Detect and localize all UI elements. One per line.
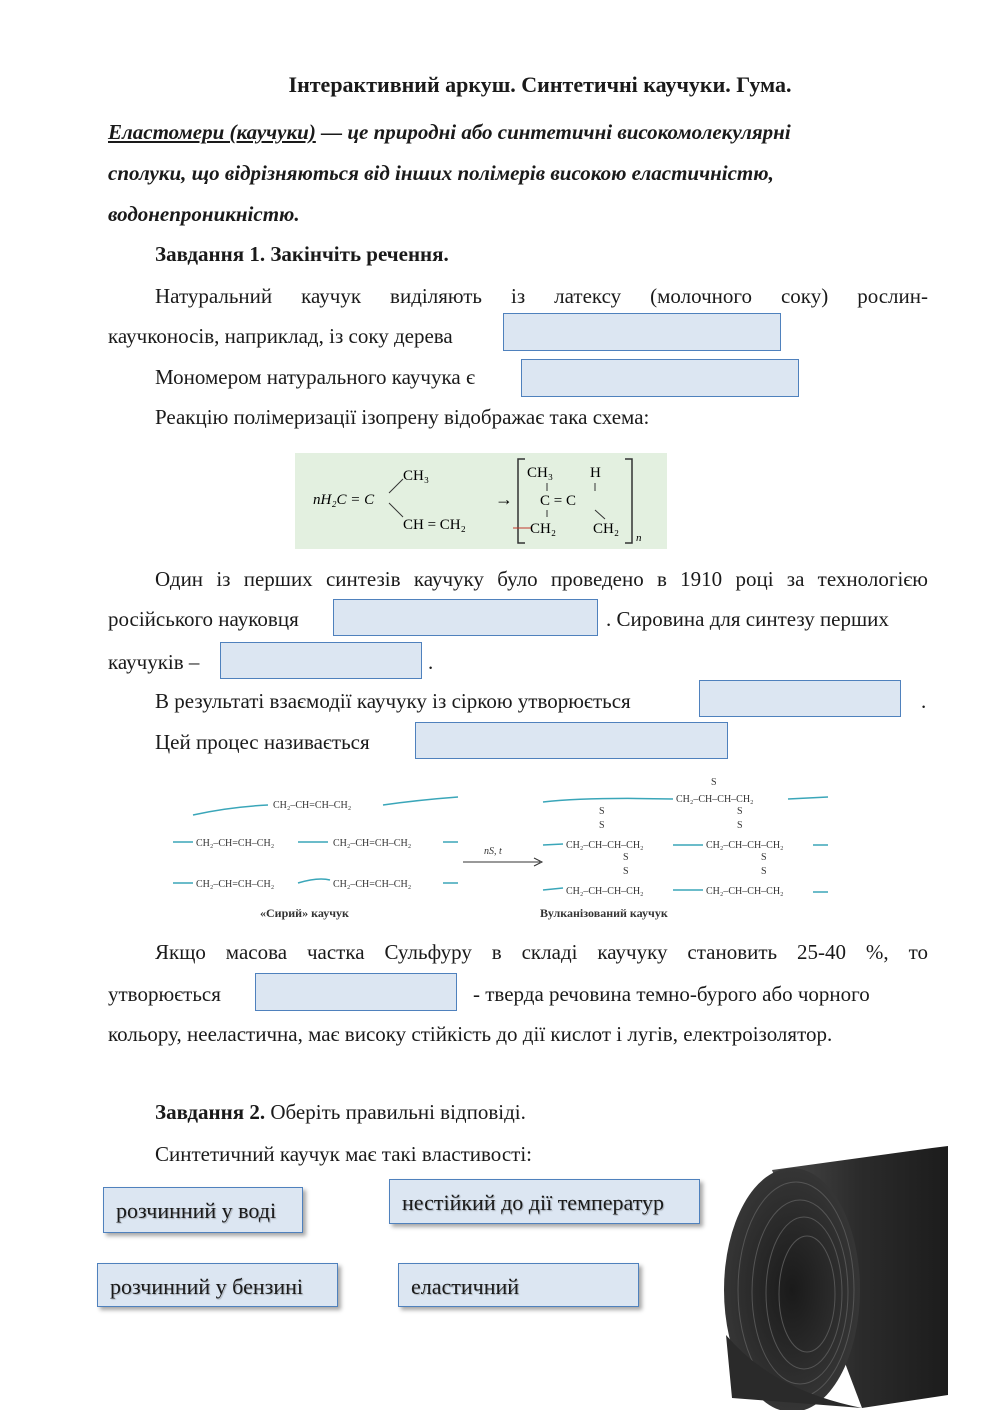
scheme-arrow: → <box>495 489 513 509</box>
sulfur-atom: S <box>737 806 743 817</box>
isoprene-polymerization-scheme: CH₃ nH₂C = C CH = CH₂ → CH₃ H C = C CH₂ … <box>295 453 667 549</box>
task2-heading-text: Оберіть правильні відповіді. <box>265 1100 526 1124</box>
page-title: Інтерактивний аркуш. Синтетичні каучуки.… <box>288 72 792 97</box>
ebonite-answer-field[interactable] <box>255 973 457 1011</box>
sulfur-atom: S <box>599 820 605 831</box>
scheme-prod-ch2-right: CH₂ <box>593 521 619 537</box>
scheme-ch3-top: CH₃ <box>403 468 429 484</box>
raw-chain-2b: CH₂–CH=CH–CH₂ <box>333 838 411 849</box>
tree-answer-field[interactable] <box>503 313 781 351</box>
task1-p4-line3a: каучуків – <box>108 650 200 674</box>
raw-rubber-caption: «Сирий» каучук <box>260 906 349 920</box>
task1-heading: Завдання 1. Закінчіть речення. <box>155 242 449 266</box>
vulcanization-diagram: CH₂–CH=CH–CH₂ CH₂–CH=CH–CH₂ CH₂–CH=CH–CH… <box>168 772 836 922</box>
definition-line-1-text: — це природні або синтетичні високомолек… <box>315 120 791 144</box>
raw-chain-3a: CH₂–CH=CH–CH₂ <box>196 879 274 890</box>
task1-p5a: В результаті взаємодії каучуку із сіркою… <box>155 689 631 713</box>
task1-p5b: . <box>921 689 927 713</box>
definition-line-3: водонепроникністю. <box>108 202 300 226</box>
task1-p7-line2a: утворюється <box>108 982 221 1006</box>
task1-p2: Мономером натурального каучука є <box>155 365 475 389</box>
definition-term: Еластомери (каучуки) <box>108 120 316 144</box>
scheme-ch-bottom: CH = CH₂ <box>403 517 466 533</box>
sulfur-atom: S <box>623 852 629 863</box>
vulc-chain-3a: CH₂–CH–CH–CH₂ <box>566 886 644 897</box>
task1-p4-line3b: . <box>428 650 434 674</box>
rubber-roll-image <box>712 1140 948 1412</box>
sulfur-atom: S <box>761 866 767 877</box>
raw-chain-3b: CH₂–CH=CH–CH₂ <box>333 879 411 890</box>
process-answer-field[interactable] <box>415 722 728 759</box>
option-soluble-in-gasoline[interactable]: розчинний у бензині <box>97 1263 338 1307</box>
sulfur-atom: S <box>623 866 629 877</box>
vulc-chain-1: CH₂–CH–CH–CH₂ <box>676 794 754 805</box>
task1-p3: Реакцію полімеризації ізопрену відобража… <box>155 405 650 429</box>
definition-line-2: сполуки, що відрізняються від інших полі… <box>108 161 774 185</box>
task2-heading-bold: Завдання 2. <box>155 1100 266 1124</box>
vulcanization-arrow-label: nS, t <box>484 846 502 857</box>
sulfur-atom: S <box>737 820 743 831</box>
task1-p4-line2a: російського науковця <box>108 607 299 631</box>
task1-p4-line1: Один із перших синтезів каучуку було про… <box>155 567 928 591</box>
raw-material-answer-field[interactable] <box>220 642 422 679</box>
vulcanized-rubber-caption: Вулканізований каучук <box>540 906 668 920</box>
option-unstable-to-temperature[interactable]: нестійкий до дії температур <box>389 1179 700 1224</box>
raw-chain-2a: CH₂–CH=CH–CH₂ <box>196 838 274 849</box>
vulc-chain-3b: CH₂–CH–CH–CH₂ <box>706 886 784 897</box>
sulfur-atom: S <box>711 777 717 788</box>
raw-chain-1: CH₂–CH=CH–CH₂ <box>273 800 351 811</box>
vulc-chain-2b: CH₂–CH–CH–CH₂ <box>706 840 784 851</box>
task1-p1-line2: каучконосів, наприклад, із соку дерева <box>108 324 453 348</box>
scheme-prod-ch3: CH₃ <box>527 465 553 481</box>
vulc-chain-2a: CH₂–CH–CH–CH₂ <box>566 840 644 851</box>
option-soluble-in-water[interactable]: розчинний у воді <box>103 1187 303 1233</box>
monomer-answer-field[interactable] <box>521 359 799 397</box>
sulfur-atom: S <box>599 806 605 817</box>
scientist-answer-field[interactable] <box>333 599 598 636</box>
definition-line-1: Еластомери (каучуки) — це природні або с… <box>108 120 928 145</box>
task2-heading: Завдання 2. Оберіть правильні відповіді. <box>155 1100 526 1125</box>
sulfur-atom: S <box>761 852 767 863</box>
task1-p7-line3: кольору, нееластична, має високу стійкіс… <box>108 1022 833 1046</box>
scheme-reactant: nH₂C = C <box>313 492 375 508</box>
scheme-prod-n: n <box>636 532 642 544</box>
task1-p4-line2b: . Сировина для синтезу перших <box>606 607 889 631</box>
task1-p1-line1: Натуральний каучук виділяють із латексу … <box>155 284 928 308</box>
scheme-prod-ch2-left: CH₂ <box>530 521 556 537</box>
task1-p7-line1: Якщо масова частка Сульфуру в складі кау… <box>155 940 928 964</box>
scheme-prod-cc: C = C <box>540 493 576 509</box>
sulfur-product-answer-field[interactable] <box>699 680 901 717</box>
option-elastic[interactable]: еластичний <box>398 1263 639 1307</box>
task1-p7-line2b: - тверда речовина темно-бурого або чорно… <box>473 982 870 1006</box>
task1-p6: Цей процес називається <box>155 730 370 754</box>
task2-question: Синтетичний каучук має такі властивості: <box>155 1142 532 1166</box>
scheme-prod-h: H <box>590 465 601 481</box>
